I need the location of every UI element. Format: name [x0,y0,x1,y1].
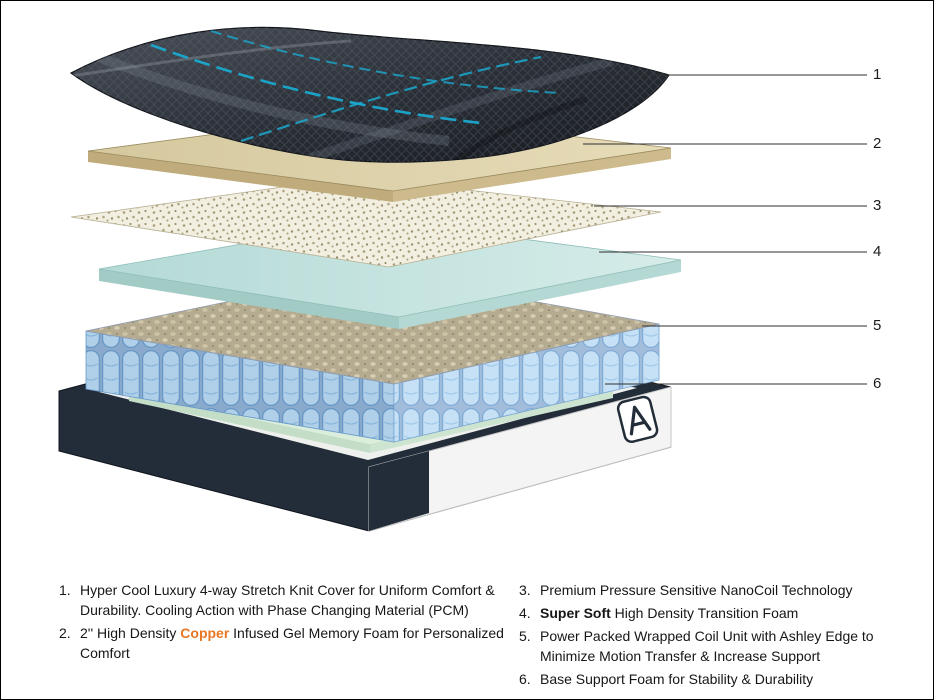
ashley-logo [616,395,659,444]
callout-lines [583,74,867,385]
legend-column-left: 1. Hyper Cool Luxury 4-way Stretch Knit … [59,580,509,692]
legend-item-number: 6. [519,671,531,687]
legend-text-part: Infused Gel Memory Foam for Personalized… [80,625,504,661]
layer-3-nanocoil-mesh-graphic [70,176,662,268]
callout-number-1: 1 [873,66,882,83]
legend-item-text: Hyper Cool Luxury 4-way Stretch Knit Cov… [80,580,509,620]
legend-item-number: 4. [519,605,531,621]
mattress-exploded-view [58,26,867,532]
legend-item-4: 4. Super Soft High Density Transition Fo… [519,603,881,623]
legend-text-part: Hyper Cool Luxury 4-way Stretch Knit Cov… [80,582,495,618]
legend-item-text: Premium Pressure Sensitive NanoCoil Tech… [540,580,881,600]
callout-number-6: 6 [873,375,882,392]
callout-number-4: 4 [873,243,882,260]
legend-item-text: Base Support Foam for Stability & Durabi… [540,669,881,689]
legend-text-part: Power Packed Wrapped Coil Unit with Ashl… [540,628,874,664]
legend-text-part-bold: Super Soft [540,605,611,621]
legend-item-2: 2. 2'' High Density Copper Infused Gel M… [59,623,509,663]
legend-item-number: 1. [59,582,71,598]
legend-text-part: Premium Pressure Sensitive NanoCoil Tech… [540,582,853,598]
callout-number-2: 2 [873,135,882,152]
legend-item-text: 2'' High Density Copper Infused Gel Memo… [80,623,509,663]
legend-text-part-copper: Copper [180,625,230,641]
legend-item-number: 2. [59,625,71,641]
legend-item-3: 3. Premium Pressure Sensitive NanoCoil T… [519,580,881,600]
legend-item-number: 3. [519,582,531,598]
legend-item-5: 5. Power Packed Wrapped Coil Unit with A… [519,626,881,666]
legend-item-6: 6. Base Support Foam for Stability & Dur… [519,669,881,689]
callout-number-3: 3 [873,197,882,214]
callout-number-5: 5 [873,317,882,334]
legend-item-text: Super Soft High Density Transition Foam [540,603,881,623]
legend-item-number: 5. [519,628,531,644]
legend-text-part: 2'' High Density [80,625,181,641]
legend-text-part: Base Support Foam for Stability & Durabi… [540,671,814,687]
legend: 1. Hyper Cool Luxury 4-way Stretch Knit … [59,580,881,692]
legend-column-right: 3. Premium Pressure Sensitive NanoCoil T… [519,580,881,692]
legend-item-1: 1. Hyper Cool Luxury 4-way Stretch Knit … [59,580,509,620]
legend-item-text: Power Packed Wrapped Coil Unit with Ashl… [540,626,881,666]
legend-text-part: High Density Transition Foam [610,605,799,621]
